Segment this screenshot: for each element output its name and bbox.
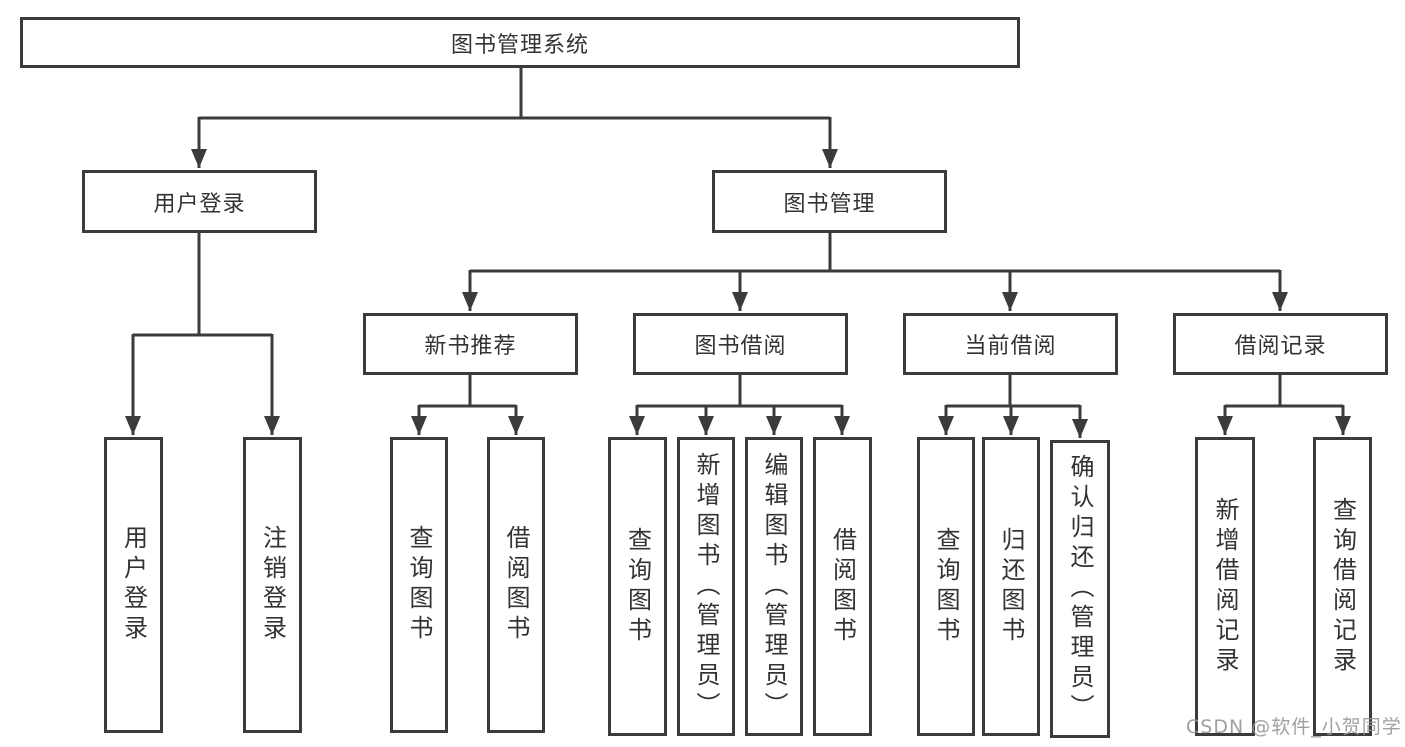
leaf-cb-query-books: 查询图书 (917, 437, 975, 736)
node-book-borrow-label: 图书借阅 (694, 334, 787, 359)
connector-book-management-stem (470, 233, 1280, 273)
leaf-logout-label: 注销登录 (258, 525, 287, 645)
leaf-bb-query-books-label: 查询图书 (623, 526, 652, 647)
node-current-borrow-label: 当前借阅 (964, 334, 1057, 359)
leaf-nb-query-books: 查询图书 (390, 437, 448, 733)
leaf-br-add-record-label: 新增借阅记录 (1211, 496, 1239, 677)
connector-new-book-stem (419, 375, 516, 408)
leaf-bb-borrow-books-label: 借阅图书 (828, 526, 857, 647)
leaf-logout: 注销登录 (243, 437, 302, 733)
node-user-login-label: 用户登录 (153, 191, 246, 217)
connector-root-stem (199, 68, 830, 120)
leaf-user-login: 用户登录 (104, 437, 163, 733)
node-new-book-recommend-label: 新书推荐 (424, 334, 517, 359)
leaf-nb-query-books-label: 查询图书 (405, 525, 433, 645)
leaf-bb-query-books: 查询图书 (608, 437, 667, 736)
connector-book-borrow-stem (637, 375, 842, 408)
leaf-br-query-record-label: 查询借阅记录 (1328, 496, 1357, 677)
leaf-nb-borrow-books-label: 借阅图书 (502, 525, 530, 645)
node-book-management: 图书管理 (712, 170, 947, 233)
leaf-bb-edit-books-admin-label: 编辑图书（管理员） (760, 451, 788, 722)
leaf-cb-return-books: 归还图书 (982, 437, 1040, 736)
leaf-user-login-label: 用户登录 (119, 525, 148, 645)
leaf-cb-confirm-return-admin-label: 确认归还（管理员） (1066, 454, 1094, 724)
leaf-cb-confirm-return-admin: 确认归还（管理员） (1050, 440, 1110, 738)
csdn-watermark: CSDN @软件_小贺同学 (1186, 716, 1402, 738)
leaf-cb-query-books-label: 查询图书 (932, 526, 960, 647)
node-borrow-records-label: 借阅记录 (1234, 334, 1327, 359)
leaf-br-query-record: 查询借阅记录 (1313, 437, 1372, 736)
leaf-br-add-record: 新增借阅记录 (1195, 437, 1255, 736)
node-book-borrow: 图书借阅 (633, 313, 848, 375)
leaf-bb-edit-books-admin: 编辑图书（管理员） (745, 437, 803, 736)
leaf-bb-borrow-books: 借阅图书 (813, 437, 872, 736)
node-new-book-recommend: 新书推荐 (363, 313, 578, 375)
connector-user-login-stem (133, 233, 272, 337)
leaf-bb-add-books-admin-label: 新增图书（管理员） (692, 451, 720, 722)
node-user-login: 用户登录 (82, 170, 317, 233)
leaf-nb-borrow-books: 借阅图书 (487, 437, 545, 733)
node-current-borrow: 当前借阅 (903, 313, 1118, 375)
leaf-cb-return-books-label: 归还图书 (997, 526, 1025, 647)
node-borrow-records: 借阅记录 (1173, 313, 1388, 375)
node-root-label: 图书管理系统 (450, 32, 589, 58)
node-root: 图书管理系统 (20, 17, 1020, 68)
connector-borrow-records-stem (1225, 375, 1343, 408)
leaf-bb-add-books-admin: 新增图书（管理员） (677, 437, 735, 736)
node-book-management-label: 图书管理 (783, 191, 876, 217)
connector-current-borrow-stem (946, 375, 1080, 408)
